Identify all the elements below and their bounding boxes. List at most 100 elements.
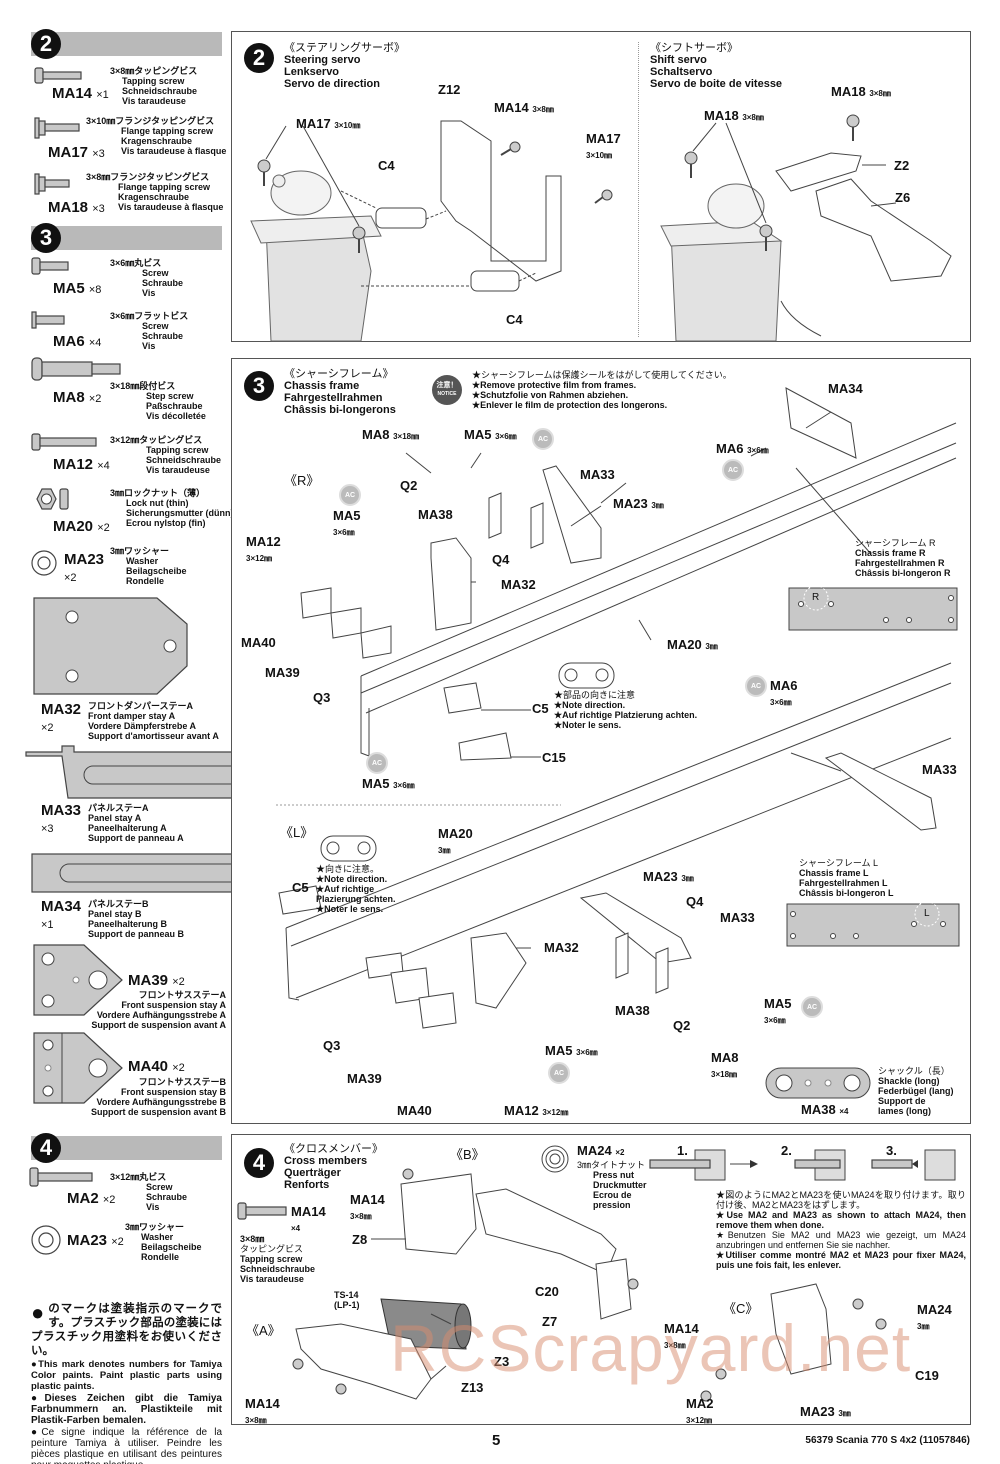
side-l-label: 《L》 (280, 825, 314, 840)
frame-l-outline (786, 903, 960, 947)
part-code: MA8 ×2 (53, 389, 102, 406)
label-ma5-bottom: MA5 3×6㎜ (362, 776, 415, 791)
paint-ac-badge: AC (366, 752, 388, 774)
sidebar-step4-header: 4 (31, 1133, 222, 1163)
press-step-1: 1. (677, 1143, 688, 1158)
screw-drawing (715, 1368, 727, 1380)
part-desc: フロントサスステーB Front suspension stay B Vorde… (90, 1077, 226, 1117)
label-ma38: MA38 (418, 507, 453, 522)
ma33-r-drawing (542, 465, 602, 564)
watermark: RCScrapyard.net (390, 1311, 912, 1385)
screw-icon (31, 257, 69, 275)
label-z8: Z8 (352, 1232, 368, 1247)
shackle-label: シャックル（長） Shackle (long) Federbügel (lang… (878, 1066, 954, 1116)
ma38-r-drawing (530, 502, 544, 549)
label-ma32: MA32 (501, 577, 536, 592)
press-step-2: 2. (781, 1143, 792, 1158)
step4-diagram (292, 1168, 887, 1402)
part-code: MA23 ×2 (67, 1232, 124, 1249)
c5-l-drawing (278, 885, 322, 915)
label-ma40-l: MA40 (397, 1103, 432, 1118)
paint-ac-badge: AC (801, 996, 823, 1018)
z2-arm-drawing (775, 152, 862, 192)
label-c15: C15 (542, 750, 566, 765)
cross-members-title: 《クロスメンバー》 Cross members Querträger Renfo… (284, 1143, 383, 1191)
ma32-l-drawing (470, 932, 527, 1009)
sidebar-step3-header: 3 (31, 223, 222, 253)
screw-drawing (402, 1168, 414, 1180)
label-ma23-c: MA23 3㎜ (800, 1404, 851, 1419)
label-c4: C4 (378, 158, 395, 173)
part-desc: 3×8㎜タッピングビス Tapping screw Schneidschraub… (110, 66, 198, 106)
frame-r-outline (788, 587, 958, 631)
c15-drawing (458, 732, 512, 761)
press-nut-instruction: ★図のようにMA2とMA23を使いMA24を取り付けます。取り付け後、MA2とM… (716, 1190, 966, 1270)
paint-ac-badge: AC (548, 1062, 570, 1084)
part-desc: 3×6㎜フラットビス Screw Schraube Vis (110, 311, 189, 351)
step3-diagram (276, 387, 960, 1099)
label-q4: Q4 (492, 552, 510, 567)
front-suspension-stay-a-icon (33, 944, 123, 1016)
part-desc: 3×12㎜丸ビス Screw Schraube Vis (110, 1172, 188, 1212)
sub-c-label: 《C》 (723, 1301, 759, 1316)
ma32-r-drawing (430, 537, 472, 631)
press-nut-drawing (852, 1298, 864, 1310)
part-desc: 3㎜ロックナット（薄） Lock nut (thin) Sicherungsmu… (110, 488, 234, 528)
label-ma6: MA6 3×6㎜ (716, 441, 769, 456)
screw-icon (29, 1167, 93, 1187)
label-ma12-l: MA12 3×12㎜ (504, 1103, 569, 1118)
screw-drawing (292, 1358, 304, 1370)
label-ma23: MA23 3㎜ (613, 496, 664, 511)
press-nut-drawing (875, 1318, 887, 1330)
label-ma18-right: MA18 3×8㎜ (831, 84, 891, 99)
washer-icon (31, 1225, 61, 1255)
footer-product-code: 56379 Scania 770 S 4x2 (11057846) (805, 1435, 970, 1446)
paint-note: ●のマークは塗装指示のマークです。プラスチック部品の塗装にはプラスチック用塗料を… (31, 1300, 222, 1464)
part-desc: 3×18㎜段付ビス Step screw Paßschraube Vis déc… (110, 381, 206, 421)
screw-drawing (352, 226, 366, 253)
part-desc: 3×6㎜丸ビス Screw Schraube Vis (110, 258, 184, 298)
tapping-screw-icon (237, 1202, 287, 1220)
paint-brush-icon: ● (31, 1393, 45, 1404)
chassis-frame-l-drawing (285, 662, 952, 1001)
label-ma8: MA8 3×18㎜ (362, 427, 420, 442)
c4-part-drawing (375, 207, 520, 292)
ma14-desc: 3×8㎜ タッピングビス Tapping screw Schneidschrau… (240, 1234, 316, 1284)
ma38-r-drawing (488, 492, 502, 539)
paint-ac-badge: AC (745, 675, 767, 697)
press-nut-icon (541, 1145, 569, 1173)
ma40-l-drawing (418, 992, 457, 1029)
part-code: MA17 ×3 (48, 144, 105, 161)
washer-icon (31, 550, 57, 576)
screw-drawing (759, 224, 773, 251)
label-ma38-shackle: MA38 ×4 (801, 1102, 849, 1117)
chassis-frame-title: 《シャーシフレーム》 Chassis frame Fahrgestellrahm… (284, 368, 396, 416)
ma24-desc: 3㎜タイトナット Press nut Druckmutter Ecrou de … (577, 1160, 647, 1210)
label-ma24-spec: MA24 ×2 (577, 1143, 625, 1158)
label-c20: C20 (535, 1284, 559, 1299)
part-code: MA34×1 (41, 898, 82, 931)
label-z2: Z2 (894, 158, 910, 173)
paint-ac-badge: AC (339, 484, 361, 506)
label-ma5-l2: MA5 3×6㎜ (545, 1043, 598, 1058)
z7-bracket-drawing (595, 1258, 632, 1320)
section-divider (638, 42, 639, 337)
c5-r-drawing (443, 682, 482, 714)
label-z7: Z7 (542, 1314, 558, 1329)
notice-text: ★シャーシフレームは保護シールをはがして使用してください。 ★Remove pr… (472, 370, 732, 410)
label-ma39-l: MA39 (347, 1071, 382, 1086)
part-desc: パネルステーB Panel stay B Paneelhalterung B S… (88, 899, 185, 939)
chassis-frame-r-drawing (360, 422, 957, 757)
label-q3: Q3 (313, 690, 331, 705)
part-code: MA14 ×1 (52, 85, 109, 102)
ma39-r-drawing (330, 607, 362, 639)
step-screw-icon (31, 357, 121, 381)
part-code: MA5 ×8 (53, 280, 102, 297)
